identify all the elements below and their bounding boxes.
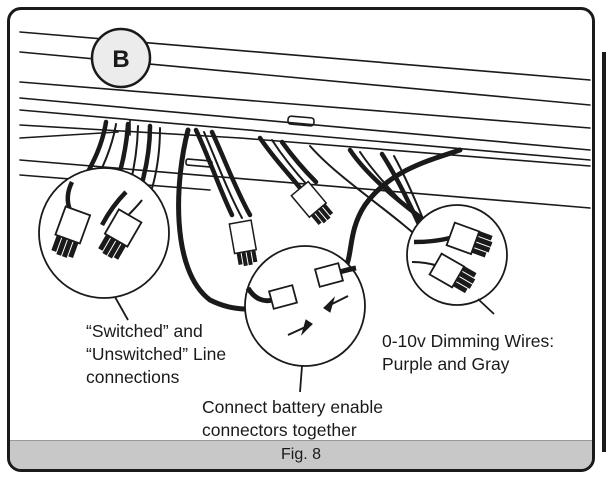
callout-circle-center [244, 245, 366, 367]
fixture-edge-line-3 [19, 81, 591, 129]
fixture-edge-line-7 [239, 137, 591, 167]
caption-bar: Fig. 8 [10, 440, 592, 469]
label-switched-line-1: “Switched” and [86, 321, 203, 341]
wire-mid-2 [203, 131, 243, 219]
leader-line-left [114, 296, 129, 321]
callout-circle-right [406, 204, 508, 306]
fixture-wiring-illustration: B [19, 27, 591, 393]
page-edge-strip [598, 0, 611, 479]
label-switched-line-2: “Unswitched” Line [86, 344, 227, 364]
wire-mid-1 [193, 127, 235, 218]
label-dimming-line-2: Purple and Gray [382, 354, 510, 374]
label-switched-line-3: connections [86, 367, 180, 387]
page-edge-bar [602, 52, 606, 452]
label-dimming-line-1: 0-10v Dimming Wires: [382, 331, 555, 351]
label-battery-line-1: Connect battery enable [202, 397, 383, 417]
connector-mid-b [290, 180, 334, 226]
battery-wire-right [337, 147, 463, 275]
wire-mid-3 [209, 129, 253, 218]
leader-line-center [299, 365, 303, 393]
leader-line-right [477, 298, 495, 315]
fixture-edge-line-5 [19, 109, 591, 161]
step-badge: B [90, 27, 152, 89]
callout-circle-left [38, 167, 170, 299]
wire-mid-6 [279, 139, 319, 185]
step-badge-letter: B [112, 46, 129, 73]
wire-mid-4 [257, 135, 303, 191]
label-battery-line-2: connectors together [202, 420, 357, 440]
figure-caption: Fig. 8 [280, 446, 321, 463]
fixture-edge-line-4 [19, 97, 591, 151]
housing-slot [287, 115, 315, 127]
connector-mid-a [228, 219, 258, 267]
figure-frame: B “Switched” and “Unswitched” Line conne… [7, 7, 595, 472]
